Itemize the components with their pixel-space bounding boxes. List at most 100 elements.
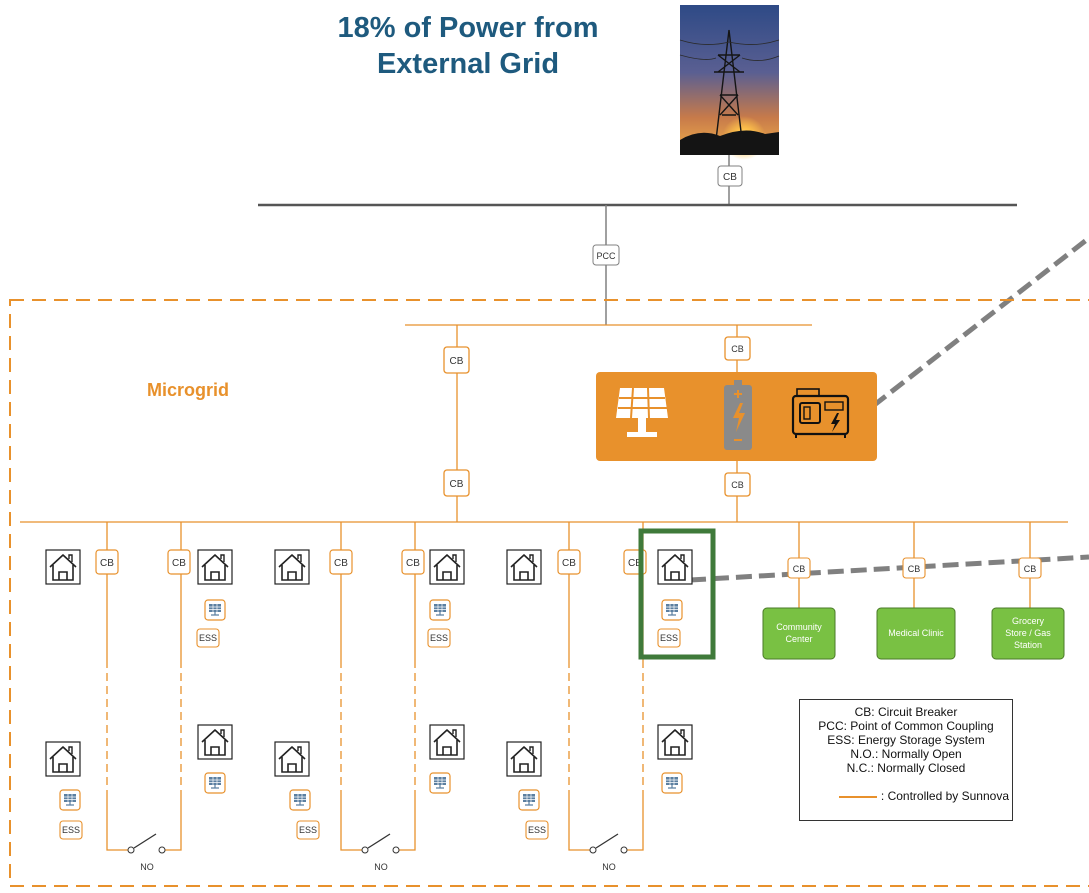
svg-text:CB: CB [562, 558, 576, 569]
ess-box: ESS [427, 628, 451, 648]
house-icon [657, 724, 693, 760]
svg-text:ESS: ESS [199, 633, 217, 643]
grid-pylon-photo [679, 5, 780, 160]
solar-icon [661, 599, 683, 621]
legend: CB: Circuit Breaker PCC: Point of Common… [799, 699, 1013, 821]
house-icon [274, 741, 310, 777]
house-icon [45, 549, 81, 585]
headline-line-2: External Grid [376, 48, 560, 80]
facility-community-center: Community Center [762, 607, 836, 660]
cb-box: CB [443, 346, 470, 374]
ess-box: ESS [525, 820, 549, 840]
svg-text:ESS: ESS [430, 633, 448, 643]
residential-cb-boxes: CB CB CB CB CB CB [95, 549, 647, 575]
cb-box: CB [443, 469, 470, 497]
highlighted-home [638, 528, 716, 660]
cb-box: CB [1018, 557, 1042, 579]
legend-line: PCC: Point of Common Coupling [818, 719, 994, 733]
headline: 18% of Power from External Grid [258, 10, 678, 82]
svg-text:CB: CB [723, 172, 737, 183]
svg-text:Community: Community [776, 622, 822, 632]
svg-text:CB: CB [908, 564, 921, 574]
rooftop-solar [59, 599, 683, 811]
solar-panel-icon [616, 387, 668, 437]
svg-text:ESS: ESS [299, 825, 317, 835]
house-icon [429, 724, 465, 760]
svg-text:CB: CB [628, 558, 642, 569]
cb-box: CB [724, 472, 751, 497]
cb-box: CB [902, 557, 926, 579]
legend-orange-swatch [838, 795, 877, 798]
svg-text:CB: CB [1024, 564, 1037, 574]
svg-text:ESS: ESS [528, 825, 546, 835]
ess-box: ESS [196, 628, 220, 648]
svg-text:Center: Center [785, 634, 812, 644]
no-label: NO [602, 862, 616, 872]
houses [45, 549, 693, 777]
svg-text:ESS: ESS [62, 825, 80, 835]
house-icon [506, 549, 542, 585]
facility-cb-boxes: CB CB CB [787, 557, 1042, 579]
solar-icon [429, 772, 451, 794]
microgrid-label: Microgrid [147, 380, 229, 400]
microgrid-boundary [9, 299, 1089, 887]
svg-text:Medical Clinic: Medical Clinic [888, 628, 944, 638]
svg-text:CB: CB [793, 564, 806, 574]
residential-feeders [106, 522, 644, 851]
microgrid-cb-boxes: CB CB CB CB [443, 336, 751, 497]
cb-box: CB [329, 549, 353, 575]
house-icon [506, 741, 542, 777]
svg-text:CB: CB [731, 344, 744, 354]
solar-icon [518, 789, 540, 811]
svg-text:CB: CB [406, 558, 420, 569]
no-labels: NO NO NO [140, 862, 616, 872]
solar-icon [429, 599, 451, 621]
svg-text:CB: CB [100, 558, 114, 569]
no-label: NO [374, 862, 388, 872]
no-switch-contacts [127, 846, 628, 854]
cb-box: CB [401, 549, 425, 575]
house-icon [197, 549, 233, 585]
cb-box: CB [167, 549, 191, 575]
cb-box: CB [724, 336, 751, 361]
ess-box: ESS [657, 628, 681, 648]
facility-medical-clinic: Medical Clinic [876, 607, 956, 660]
cb-box: CB [557, 549, 581, 575]
facility-grocery-store: Grocery Store / Gas Station [991, 607, 1065, 660]
legend-line: N.C.: Normally Closed [846, 761, 966, 775]
solar-icon [204, 599, 226, 621]
facilities: Community Center Medical Clinic Grocery … [762, 607, 1065, 660]
grid-cb-box: CB [717, 165, 743, 187]
legend-controlled-text: : Controlled by Sunnova [880, 789, 1009, 803]
cb-box: CB [95, 549, 119, 575]
svg-text:CB: CB [450, 479, 464, 490]
svg-text:PCC: PCC [596, 251, 616, 261]
legend-line: CB: Circuit Breaker [854, 705, 958, 719]
house-icon [274, 549, 310, 585]
house-icon [197, 724, 233, 760]
pcc-box: PCC [592, 244, 620, 266]
no-label: NO [140, 862, 154, 872]
solar-icon [661, 772, 683, 794]
solar-icon [289, 789, 311, 811]
svg-text:Store / Gas: Store / Gas [1005, 628, 1051, 638]
svg-text:CB: CB [334, 558, 348, 569]
house-icon [429, 549, 465, 585]
svg-text:Grocery: Grocery [1012, 616, 1045, 626]
microgrid-upper-bus [20, 324, 1068, 523]
svg-text:CB: CB [731, 480, 744, 490]
svg-text:Station: Station [1014, 640, 1042, 650]
solar-icon [204, 772, 226, 794]
house-icon [45, 741, 81, 777]
legend-line: N.O.: Normally Open [850, 747, 962, 761]
house-icon [657, 549, 693, 585]
battery-icon [724, 380, 752, 450]
svg-text:CB: CB [450, 356, 464, 367]
legend-line: ESS: Energy Storage System [827, 733, 985, 747]
svg-text:ESS: ESS [660, 633, 678, 643]
generator-icon [791, 388, 850, 438]
legend-controlled: : Controlled by Sunnova [800, 789, 1012, 803]
generation-block [596, 372, 877, 461]
ess-box: ESS [296, 820, 320, 840]
